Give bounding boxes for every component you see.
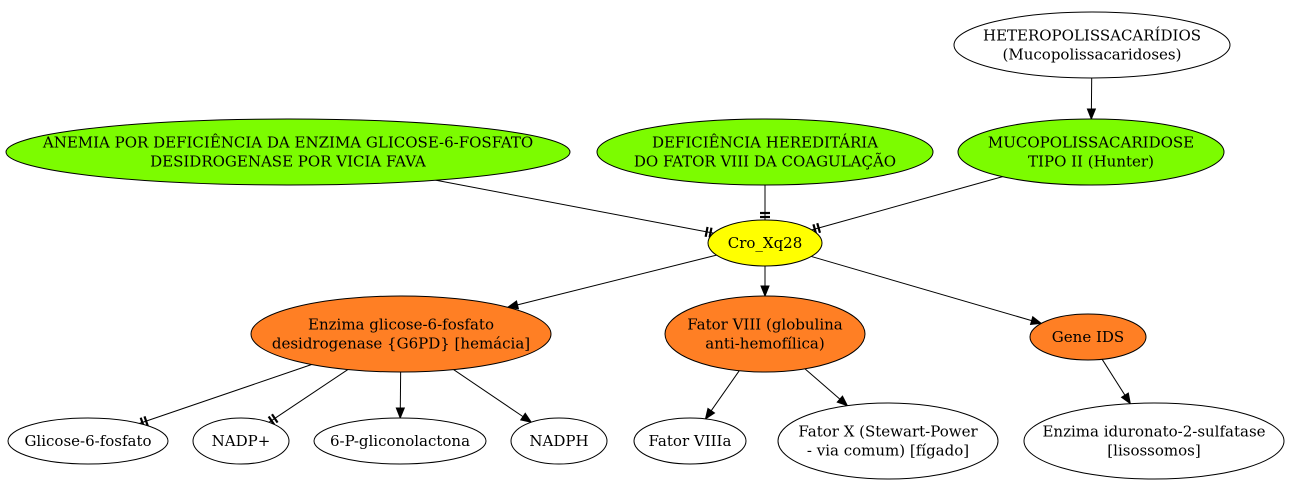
edge-hemofilia-cro <box>760 185 770 220</box>
arrowhead <box>1120 392 1132 405</box>
node-ids[interactable]: Gene IDS <box>1029 313 1147 361</box>
edge-line <box>710 370 740 411</box>
node-ellipse <box>953 11 1231 79</box>
edge-hunter-cro <box>811 176 1003 235</box>
node-g6p[interactable]: Glicose-6-fosfato <box>7 417 169 465</box>
node-label: Fator VIII (globulina <box>687 316 843 334</box>
edge-cro-ids <box>811 255 1043 326</box>
node-label: anti-hemofílica) <box>705 335 824 353</box>
node-label: Fator VIIIa <box>649 432 732 450</box>
edge-line <box>811 176 1003 231</box>
node-label: NADPH <box>529 432 588 450</box>
node-label: TIPO II (Hunter) <box>1028 153 1154 171</box>
tee-bar <box>271 413 279 424</box>
node-f8a[interactable]: Fator VIIIa <box>633 417 747 465</box>
arrowhead <box>519 412 533 423</box>
node-label: Glicose-6-fosfato <box>24 432 151 450</box>
node-label: Cro_Xq28 <box>728 234 803 252</box>
edge-line <box>268 369 349 423</box>
edge-line <box>804 368 841 400</box>
edge-f8-f8a <box>704 370 740 421</box>
arrowhead <box>506 300 520 310</box>
node-label: DEFICIÊNCIA HEREDITÁRIA <box>652 134 878 152</box>
node-label: DO FATOR VIII DA COAGULAÇÃO <box>634 153 896 171</box>
node-ellipse <box>707 219 823 267</box>
node-label: Enzima glicose-6-fosfato <box>308 316 494 334</box>
edge-g6pd-gluco <box>395 371 406 420</box>
edges-layer <box>139 77 1132 428</box>
edge-line <box>139 364 312 424</box>
node-ellipse <box>7 417 169 465</box>
arrowhead <box>1086 108 1097 121</box>
node-ellipse <box>1023 402 1285 480</box>
node-label: Gene IDS <box>1052 328 1124 346</box>
arrowhead <box>704 407 716 421</box>
node-label: HETEROPOLISSACARÍDIOS <box>983 27 1201 45</box>
node-ellipse <box>510 417 608 465</box>
tee-bar <box>143 416 149 427</box>
node-gluco[interactable]: 6-P-gliconolactona <box>313 417 487 465</box>
arrowhead <box>395 407 406 420</box>
node-i2s[interactable]: Enzima iduronato-2-sulfatase[lisossomos] <box>1023 402 1285 480</box>
node-label: [lisossomos] <box>1107 442 1200 460</box>
edge-g6pd-g6p <box>139 364 312 428</box>
node-label: NADP+ <box>212 432 271 450</box>
node-label: Enzima iduronato-2-sulfatase <box>1042 423 1265 441</box>
tee-bar <box>816 222 822 234</box>
node-label: 6-P-gliconolactona <box>330 432 470 450</box>
edge-line <box>517 254 717 306</box>
tee-bar <box>708 227 713 238</box>
edge-cro-g6pd <box>506 254 717 310</box>
nodes-layer: HETEROPOLISSACARÍDIOS(Mucopolissacaridos… <box>5 11 1285 480</box>
node-nadph[interactable]: NADPH <box>510 417 608 465</box>
node-ellipse <box>664 295 866 373</box>
edge-g6pd-nadp <box>267 369 349 426</box>
arrowhead <box>836 395 849 407</box>
node-ellipse <box>250 295 552 373</box>
edge-ids-i2s <box>1101 359 1132 405</box>
node-ellipse <box>1029 313 1147 361</box>
edge-hetero-hunter <box>1086 77 1097 121</box>
tee-bar <box>704 226 709 237</box>
arrowhead <box>1029 315 1043 326</box>
node-label: (Mucopolissacaridoses) <box>1003 46 1182 64</box>
edge-line <box>811 255 1032 322</box>
node-ellipse <box>957 118 1225 186</box>
node-label: DESIDROGENASE POR VICIA FAVA <box>150 153 426 171</box>
node-label: MUCOPOLISSACARIDOSE <box>988 134 1194 152</box>
node-ellipse <box>633 417 747 465</box>
edge-line <box>1101 359 1126 396</box>
edge-line <box>453 369 524 418</box>
arrowhead <box>760 285 770 298</box>
edge-g6pd-nadph <box>453 369 533 423</box>
node-ellipse <box>596 118 934 186</box>
node-ellipse <box>777 402 999 480</box>
node-label: ANEMIA POR DEFICIÊNCIA DA ENZIMA GLICOSE… <box>42 134 533 152</box>
tee-bar <box>267 415 276 426</box>
edge-anemia-cro <box>435 179 714 238</box>
edge-cro-f8 <box>760 266 770 298</box>
node-cro[interactable]: Cro_Xq28 <box>707 219 823 267</box>
node-ellipse <box>192 417 290 465</box>
node-nadp[interactable]: NADP+ <box>192 417 290 465</box>
node-label: desidrogenase {G6PD} [hemácia] <box>272 335 530 353</box>
node-fx[interactable]: Fator X (Stewart-Power- via comum) [fíga… <box>777 402 999 480</box>
node-anemia[interactable]: ANEMIA POR DEFICIÊNCIA DA ENZIMA GLICOSE… <box>5 118 571 186</box>
node-label: Fator X (Stewart-Power <box>798 423 978 441</box>
node-hetero[interactable]: HETEROPOLISSACARÍDIOS(Mucopolissacaridos… <box>953 11 1231 79</box>
edge-line <box>435 179 714 234</box>
node-ellipse <box>5 118 571 186</box>
node-label: - via comum) [fígado] <box>807 442 969 460</box>
edge-f8-fx <box>804 368 849 407</box>
node-ellipse <box>313 417 487 465</box>
